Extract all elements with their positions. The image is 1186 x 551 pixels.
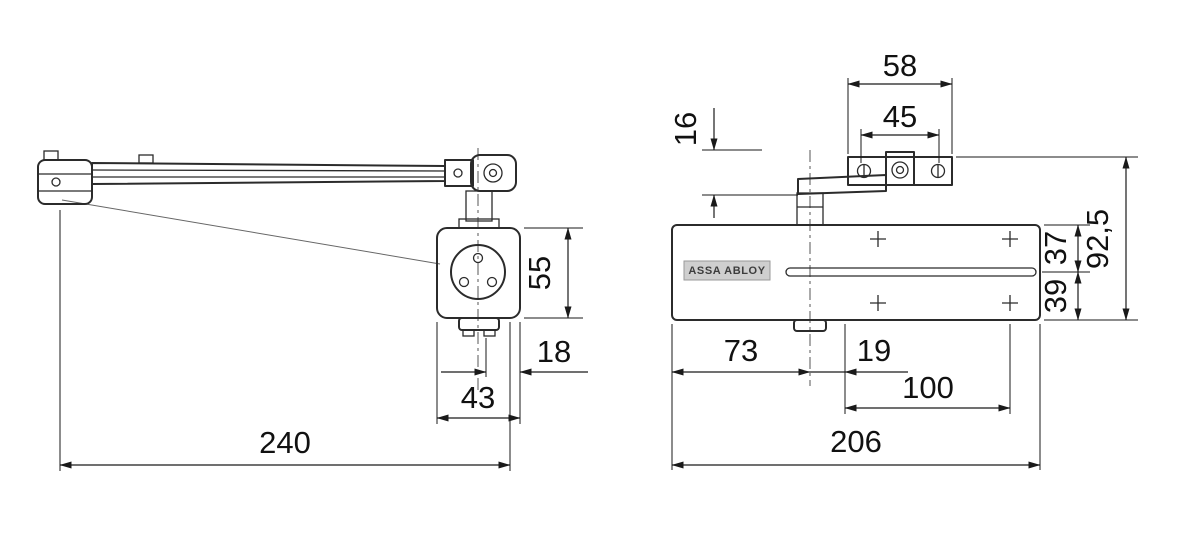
bracket-hole <box>51 177 61 187</box>
spindle-block <box>796 192 824 226</box>
right-view: ASSA ABLOY 58 <box>668 48 1138 470</box>
arm-reference-line <box>61 199 441 265</box>
arm-bar <box>797 174 887 195</box>
adjustment-slot <box>785 267 1037 277</box>
dim-58-label: 58 <box>883 48 917 83</box>
dim-45-label: 45 <box>883 99 917 134</box>
brand-plate <box>683 260 771 281</box>
dim-edge-offset: 18 <box>441 334 588 377</box>
dim-spindle-offset: 19 <box>810 324 908 414</box>
bracket-pin <box>43 150 59 161</box>
dim-39-label: 39 <box>1038 279 1073 313</box>
arm-screw <box>138 154 154 164</box>
dim-19-label: 19 <box>857 333 891 368</box>
mounting-plate <box>436 227 521 337</box>
plate-bottom-tab <box>458 317 500 331</box>
dim-55-label: 55 <box>522 256 557 290</box>
piston-circle <box>450 244 506 300</box>
dim-fixing-spacing: 100 <box>844 324 1011 414</box>
plate-hole-left <box>458 276 470 288</box>
dim-body-split-heights: 37 39 <box>1038 224 1090 321</box>
dim-206-label: 206 <box>830 424 882 459</box>
pinion-bottom-cap <box>793 319 827 332</box>
fixing-cross-marks <box>870 231 1018 311</box>
dim-100-label: 100 <box>902 370 954 405</box>
arm-side-view <box>796 151 953 226</box>
dim-18-label: 18 <box>537 334 571 369</box>
closer-body: ASSA ABLOY <box>671 224 1041 332</box>
dim-plate-height: 55 <box>522 227 583 319</box>
dim-43-label: 43 <box>461 380 495 415</box>
joint-hole <box>453 168 463 178</box>
plate-hole-right <box>486 276 498 288</box>
dim-total-length: 240 <box>59 210 511 471</box>
dim-16-label: 16 <box>668 112 703 146</box>
knuckle-bolt <box>891 161 909 179</box>
closer-arm <box>91 154 446 185</box>
dim-arm-clearance: 16 <box>668 108 798 218</box>
dim-screw-spacing: 45 <box>860 99 940 163</box>
dim-240-label: 240 <box>259 425 311 460</box>
dim-92-5-label: 92,5 <box>1080 209 1115 269</box>
dim-plate-width: 43 <box>436 322 521 424</box>
plate-hole-top <box>472 252 484 264</box>
dim-end-to-spindle: 73 <box>671 324 811 470</box>
dim-overall-height: 92,5 <box>956 156 1138 321</box>
arm-end-bracket <box>37 150 93 205</box>
dim-body-length: 206 <box>671 324 1041 470</box>
pivot-bolt <box>483 163 503 183</box>
arm-knuckle <box>885 151 915 186</box>
dim-37-label: 37 <box>1038 231 1073 265</box>
dim-73-label: 73 <box>724 333 758 368</box>
dim-bracket-width: 58 <box>847 48 953 154</box>
left-view: 240 43 18 55 <box>37 148 588 471</box>
brand-label: ASSA ABLOY <box>688 265 765 277</box>
pivot-neck <box>465 190 493 222</box>
arm-pivot-joint <box>444 154 517 229</box>
